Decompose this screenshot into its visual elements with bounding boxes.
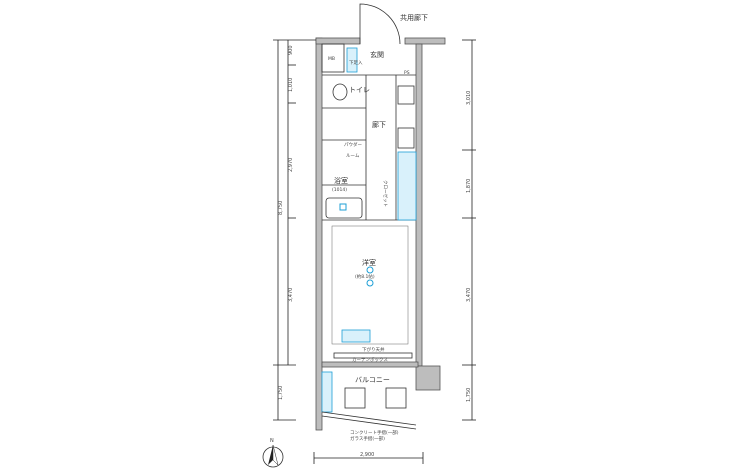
label-western-room: 洋室 xyxy=(362,258,376,267)
label-bath-size: (1014) xyxy=(332,187,347,193)
dim-left-4: 1,750 xyxy=(278,386,284,400)
dim-left-0: 900 xyxy=(288,45,294,55)
label-railing-1: コンクリート手摺(一部) xyxy=(350,429,399,436)
label-railing-2: ガラス手摺(一部) xyxy=(350,435,385,442)
mb-box xyxy=(321,43,345,73)
label-curtain-box: カーテンボックス xyxy=(352,356,388,363)
label-common-corridor: 共用廊下 xyxy=(400,13,428,22)
outlet-icon xyxy=(366,279,374,287)
shoe-box xyxy=(346,47,358,73)
dim-left-3: 3,470 xyxy=(288,288,294,302)
left-dimension: 900 1,010 2,970 3,470 1,750 8,750 xyxy=(273,39,316,421)
evac-hatch-1 xyxy=(344,387,366,409)
label-entrance: 玄関 xyxy=(370,50,384,59)
label-balcony: バルコニー xyxy=(355,376,390,384)
closet-box xyxy=(397,151,417,221)
label-mb: MB xyxy=(328,56,335,62)
drain-icon xyxy=(339,203,347,211)
toilet-fixture xyxy=(332,83,348,101)
west-wall xyxy=(315,37,323,431)
right-dimension: 3,010 1,870 3,470 1,750 xyxy=(462,39,476,421)
evac-hatch-2 xyxy=(385,387,407,409)
dim-right-3: 1,750 xyxy=(466,388,472,402)
aircon-unit xyxy=(341,329,371,343)
north-wall-left xyxy=(315,37,361,45)
label-shoe-box: 下足入 xyxy=(349,60,363,66)
label-powder-room-2: ルーム xyxy=(346,153,360,159)
dim-bottom: 2,900 xyxy=(360,452,374,458)
label-bath: 浴室 xyxy=(334,176,348,185)
balcony-wall xyxy=(321,361,419,368)
kitchen-sink xyxy=(397,85,415,105)
outdoor-unit xyxy=(321,371,333,413)
western-room-area xyxy=(331,225,409,345)
dim-right-1: 1,870 xyxy=(466,179,472,193)
north-wall-right xyxy=(404,37,446,45)
label-closet: クローゼット xyxy=(382,180,389,207)
washer xyxy=(397,127,415,149)
balcony-railing xyxy=(321,411,417,426)
dim-right-0: 3,010 xyxy=(466,91,472,105)
curtain-box xyxy=(333,352,413,359)
dim-left-2: 2,970 xyxy=(288,158,294,172)
dim-right-2: 3,470 xyxy=(466,288,472,302)
north-compass-icon: N xyxy=(262,438,284,468)
label-toilet: トイレ xyxy=(349,86,370,94)
east-wall xyxy=(415,43,423,367)
balcony-column xyxy=(415,365,441,391)
entry-door xyxy=(359,3,401,45)
label-ps: PS xyxy=(404,70,410,76)
label-powder-room-1: パウダー xyxy=(344,141,362,148)
label-hallway: 廊下 xyxy=(372,120,386,129)
balcony-railing xyxy=(321,415,417,430)
dim-left-total: 8,750 xyxy=(278,201,284,215)
ceiling-light-icon xyxy=(366,266,374,274)
label-lowered-ceiling: 下がり天井 xyxy=(362,346,385,353)
dim-left-1: 1,010 xyxy=(288,78,294,92)
bottom-dimension: 2,900 xyxy=(313,452,424,464)
label-western-room-size: (約8.1帖) xyxy=(355,273,375,280)
compass-label: N xyxy=(270,438,274,444)
bathtub xyxy=(325,197,363,219)
